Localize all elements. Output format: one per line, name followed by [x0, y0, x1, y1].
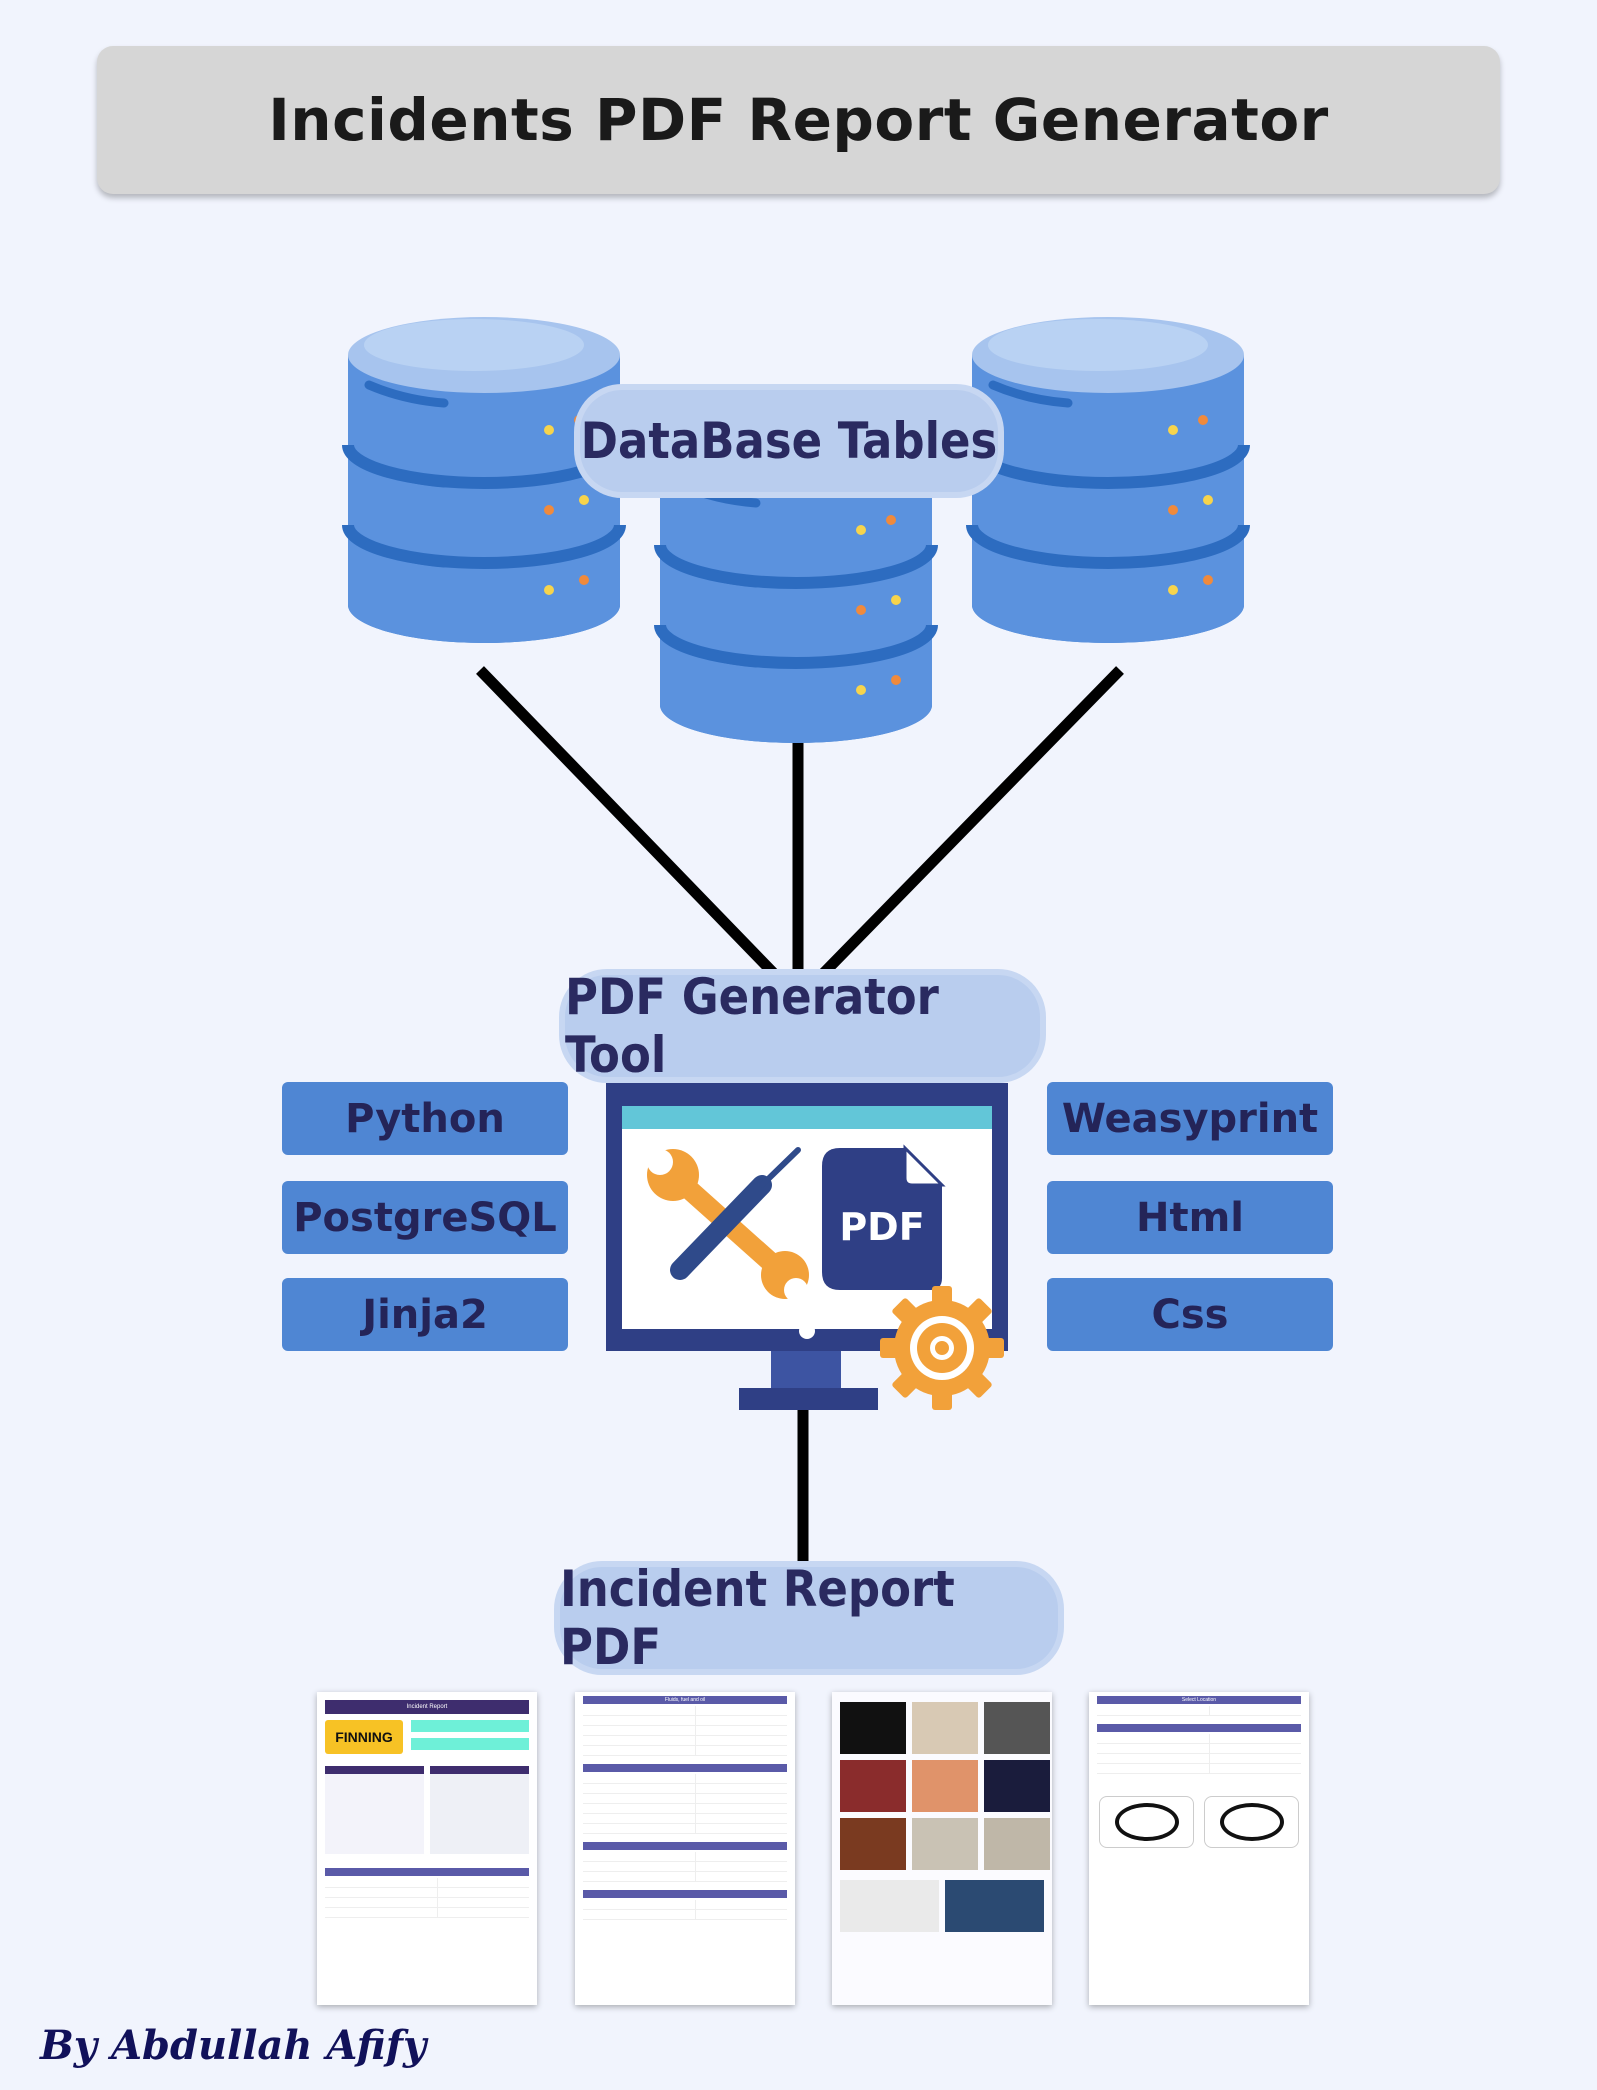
- pdf-page-thumb-2: Fluids, fuel and oil: [575, 1692, 795, 2005]
- pdf-page-thumb-3: [832, 1692, 1052, 2005]
- author-signature: By Abdullah Afify: [40, 2022, 427, 2069]
- gear-icon: [880, 1286, 1004, 1410]
- tech-tag-jinja2: Jinja2: [282, 1278, 568, 1351]
- database-icon-right: [972, 317, 1244, 643]
- screwdriver-icon: [670, 1147, 801, 1280]
- connector-lines: [476, 666, 1124, 1565]
- thumb-section-title: Fluids, fuel and oil: [583, 1696, 787, 1704]
- title-bar: Incidents PDF Report Generator: [97, 46, 1500, 194]
- tech-tag-python: Python: [282, 1082, 568, 1155]
- tech-tag-css: Css: [1047, 1278, 1333, 1351]
- pdf-page-thumb-1: Incident Report FINNING: [317, 1692, 537, 2005]
- database-icon-left: [348, 317, 620, 643]
- thumb-logo: FINNING: [325, 1720, 403, 1754]
- pdf-icon-text: PDF: [839, 1205, 924, 1249]
- tech-tag-html: Html: [1047, 1181, 1333, 1254]
- tool-label: PDF Generator Tool: [565, 968, 1040, 1084]
- line-db-left: [476, 666, 789, 989]
- pdf-file-icon: PDF: [822, 1144, 946, 1290]
- tech-tag-weasyprint: Weasyprint: [1047, 1082, 1333, 1155]
- pdf-page-thumb-4: Select Location: [1089, 1692, 1309, 2005]
- thumb-location-title: Select Location: [1097, 1696, 1301, 1704]
- page-title: Incidents PDF Report Generator: [268, 86, 1329, 154]
- tech-tag-postgresql: PostgreSQL: [282, 1181, 568, 1254]
- output-label: Incident Report PDF: [560, 1560, 1058, 1676]
- thumb-report-title: Incident Report: [325, 1700, 529, 1714]
- database-label: DataBase Tables: [580, 390, 998, 492]
- line-db-right: [808, 666, 1124, 989]
